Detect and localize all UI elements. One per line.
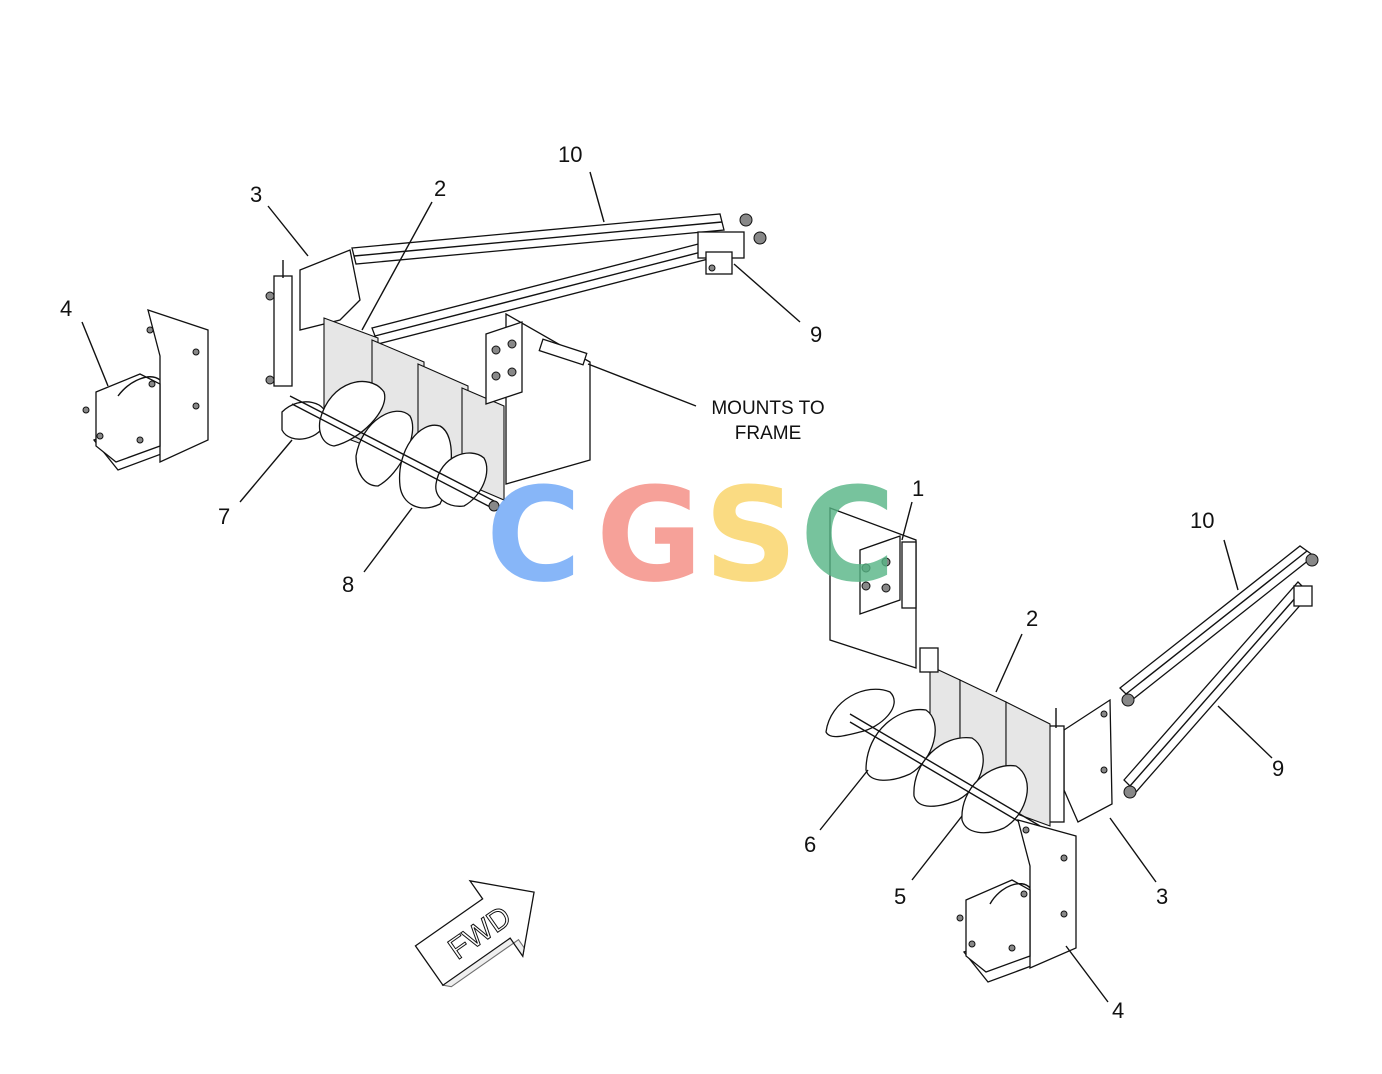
left-end-plate — [299, 249, 361, 331]
note-line-1: MOUNTS TO — [711, 398, 824, 419]
right-skid-shoe — [956, 819, 1077, 983]
callout-right-9: 9 — [1272, 756, 1284, 781]
right-end-plate — [1063, 698, 1113, 823]
left-post — [273, 275, 293, 387]
leader-lines — [81, 171, 1273, 1003]
callout-numbers: 3 2 10 9 4 7 8 1 10 2 9 6 5 3 4 — [60, 142, 1284, 1023]
cgsc-watermark: C G S C — [486, 459, 895, 611]
watermark-letter-s: S — [704, 459, 798, 611]
left-auger-assembly — [82, 213, 767, 512]
left-auger-flight-2 — [318, 380, 386, 447]
fwd-arrow: FWD — [414, 879, 535, 988]
right-auger-assembly — [825, 507, 1319, 983]
callout-right-1: 1 — [912, 476, 924, 501]
callout-right-4: 4 — [1112, 998, 1124, 1023]
callout-left-2: 2 — [434, 176, 446, 201]
note-line-2: FRAME — [735, 423, 802, 444]
watermark-letter-c1: C — [486, 459, 581, 611]
callout-right-2: 2 — [1026, 606, 1038, 631]
watermark-letter-c2: C — [800, 459, 895, 611]
callout-left-10: 10 — [558, 142, 582, 167]
callout-left-9: 9 — [810, 322, 822, 347]
callout-left-7: 7 — [218, 504, 230, 529]
callout-right-6: 6 — [804, 832, 816, 857]
right-auger-flight-1 — [825, 688, 895, 738]
left-auger-flight-5 — [435, 452, 488, 507]
callout-left-4: 4 — [60, 296, 72, 321]
callout-right-5: 5 — [894, 884, 906, 909]
callout-left-3: 3 — [250, 182, 262, 207]
left-skid-shoe — [82, 309, 209, 471]
mounts-to-frame-note: MOUNTS TO FRAME — [711, 398, 824, 444]
callout-right-3: 3 — [1156, 884, 1168, 909]
callout-right-10: 10 — [1190, 508, 1214, 533]
watermark-letter-g: G — [596, 459, 703, 611]
callout-left-8: 8 — [342, 572, 354, 597]
